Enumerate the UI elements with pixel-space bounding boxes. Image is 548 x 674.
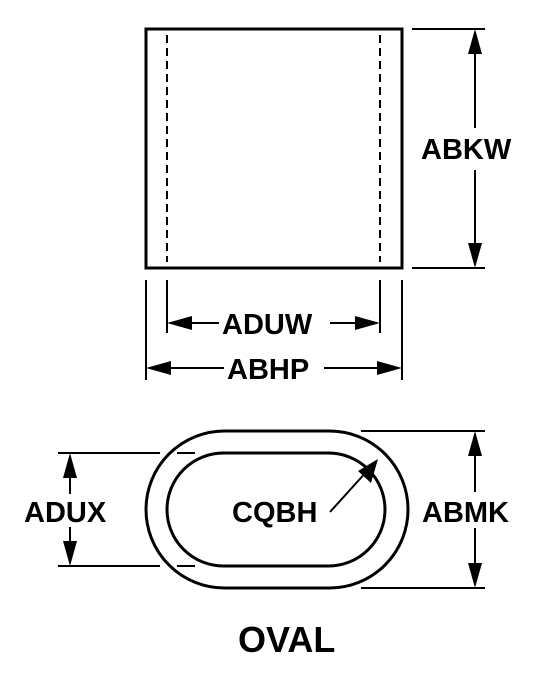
abkw-arrow-down [468, 243, 482, 268]
abmk-dimension: ABMK [361, 430, 509, 589]
shape-caption: OVAL [238, 619, 335, 660]
abhp-arrow-left [146, 361, 171, 375]
oval-inner-wall [165, 451, 387, 568]
abkw-arrow-up [468, 29, 482, 54]
aduw-label: ADUW [222, 309, 313, 341]
aduw-arrow-right [355, 316, 380, 330]
cqbh-radius-callout: CQBH [232, 459, 378, 529]
cqbh-leader-line [329, 469, 369, 513]
abhp-dimension: ABHP [145, 280, 403, 386]
cqbh-label: CQBH [232, 497, 317, 529]
aduw-dimension: ADUW [166, 280, 381, 341]
abmk-label: ABMK [422, 497, 509, 529]
aduw-arrow-left [167, 316, 192, 330]
abhp-arrow-right [377, 361, 402, 375]
cqbh-arrowhead [358, 459, 378, 483]
adux-label: ADUX [24, 497, 107, 529]
adux-arrow-down [63, 541, 77, 566]
oval-outer-wall [144, 429, 410, 590]
abkw-dimension: ABKW [412, 28, 512, 269]
side-view [144, 27, 404, 270]
adux-arrow-up [63, 453, 77, 478]
side-view-body [144, 27, 404, 270]
oval-end-view [144, 429, 410, 590]
adux-dimension: ADUX [24, 452, 160, 567]
abkw-label: ABKW [421, 134, 512, 166]
abhp-label: ABHP [227, 354, 309, 386]
abmk-arrow-down [468, 563, 482, 588]
abmk-arrow-up [468, 431, 482, 456]
